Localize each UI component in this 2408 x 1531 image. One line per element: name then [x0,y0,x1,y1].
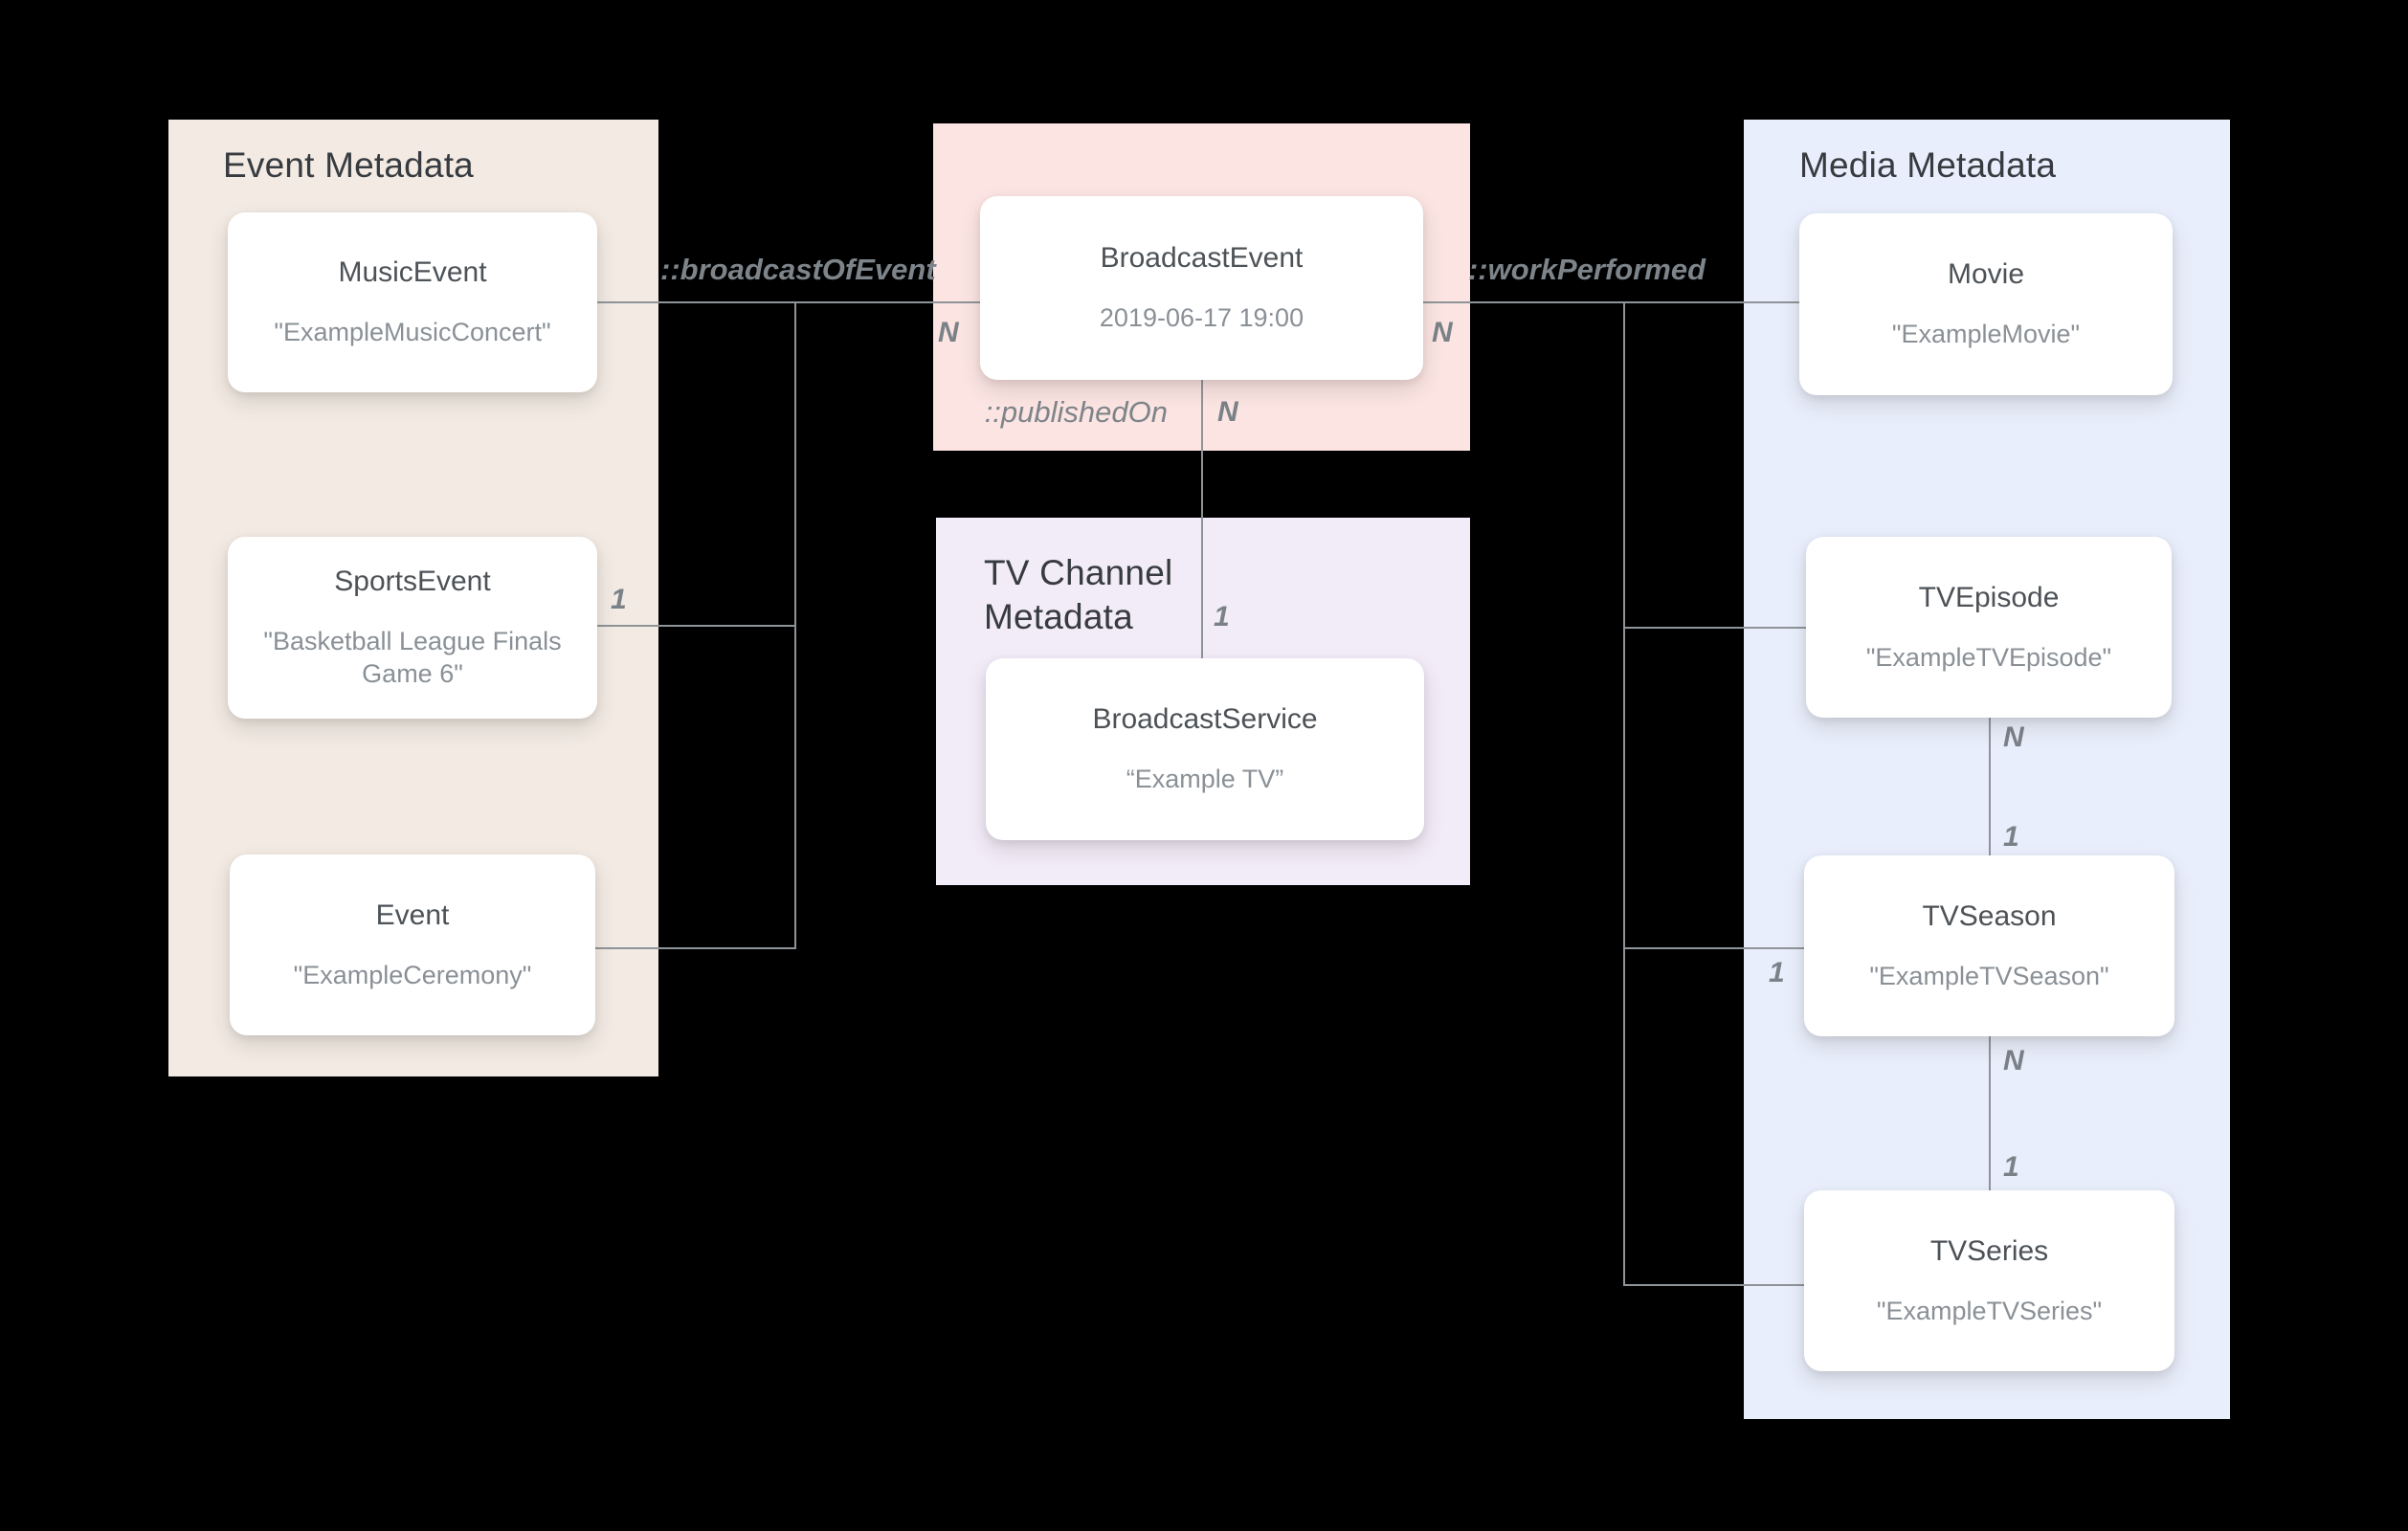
connector-tvseries-branch [1624,1284,1805,1286]
node-title: TVSeries [1929,1234,2049,1267]
tv-channel-metadata-title: TV Channel Metadata [984,553,1173,636]
node-sportsevent: SportsEvent "Basketball League Finals Ga… [228,537,597,719]
node-broadcastservice: BroadcastService “Example TV” [986,658,1424,840]
connector-sportsevent-branch [597,625,796,627]
cardinality-season-series-1: 1 [2003,1151,2019,1183]
node-value: "ExampleMovie" [1891,320,2081,348]
node-musicevent: MusicEvent "ExampleMusicConcert" [228,212,597,392]
node-tvseries: TVSeries "ExampleTVSeries" [1804,1190,2174,1371]
connector-tvseason-branch [1624,947,1805,949]
relation-broadcastofevent-label: ::broadcastOfEvent [660,253,936,286]
cardinality-tvseason-left-1: 1 [1769,957,1785,988]
node-title: Movie [1947,258,2025,290]
node-value: "ExampleTVEpisode" [1865,642,2112,672]
cardinality-season-series-n: N [2003,1045,2024,1076]
connector-tvseason-tvseries [1989,1035,1991,1191]
cardinality-broadcast-left-n: N [938,317,959,348]
node-value: "Basketball League Finals Game 6" [263,627,562,688]
connector-broadcastevent-movie [1423,301,1799,303]
connector-tvepisode-tvseason [1989,718,1991,855]
node-title: MusicEvent [338,256,487,288]
node-movie: Movie "ExampleMovie" [1799,213,2173,395]
cardinality-publishedon-n: N [1217,396,1238,428]
connector-event-branch [595,947,796,949]
node-title: BroadcastEvent [1100,242,1304,274]
connector-publishedon [1201,380,1203,659]
node-title: Event [375,899,450,931]
cardinality-sportsevent-1: 1 [611,584,627,615]
relation-publishedon-label: ::publishedOn [984,395,1168,429]
node-value: “Example TV” [1126,765,1284,793]
node-value: "ExampleTVSeason" [1869,961,2109,990]
node-broadcastevent: BroadcastEvent 2019-06-17 19:00 [980,196,1423,380]
connector-musicevent-broadcastevent [597,301,980,303]
node-value: 2019-06-17 19:00 [1099,303,1304,332]
node-event: Event "ExampleCeremony" [230,854,595,1035]
node-title: BroadcastService [1092,703,1318,735]
event-metadata-title: Event Metadata [223,145,474,185]
node-value: "ExampleCeremony" [293,960,532,989]
relation-workperformed-label: ::workPerformed [1467,253,1706,286]
node-title: SportsEvent [334,566,491,597]
cardinality-publishedon-1: 1 [1214,601,1230,632]
node-tvseason: TVSeason "ExampleTVSeason" [1804,855,2174,1036]
node-title: TVEpisode [1918,581,2060,613]
cardinality-episode-season-1: 1 [2003,821,2019,853]
node-value: "ExampleTVSeries" [1876,1296,2103,1325]
node-value: "ExampleMusicConcert" [274,318,551,346]
cardinality-broadcast-right-n: N [1432,317,1453,348]
cardinality-episode-season-n: N [2003,721,2024,753]
connector-right-bus [1623,301,1625,1286]
node-title: TVSeason [1922,899,2057,932]
node-tvepisode: TVEpisode "ExampleTVEpisode" [1806,537,2172,718]
media-metadata-title: Media Metadata [1799,145,2057,185]
connector-tvepisode-branch [1624,627,1807,629]
